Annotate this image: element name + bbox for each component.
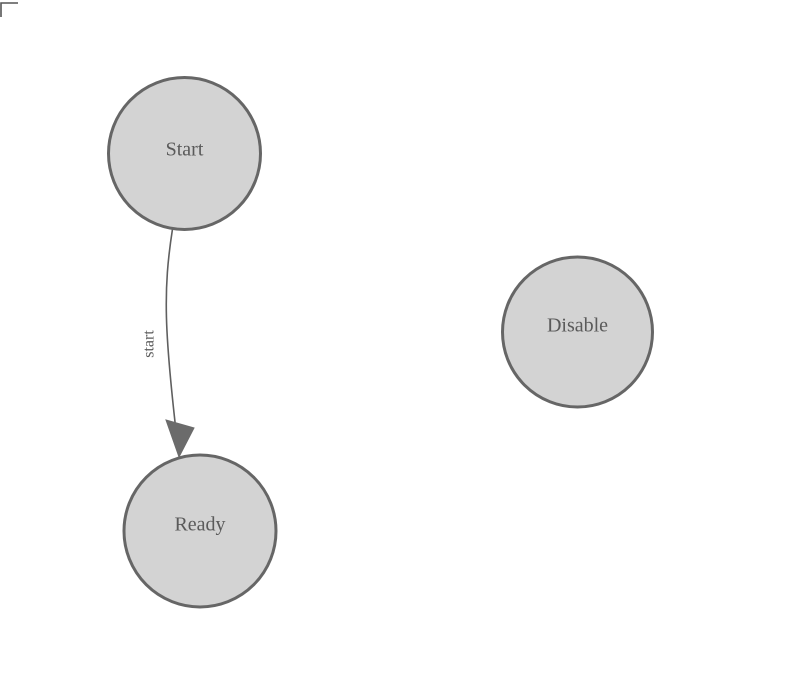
node-start-circle[interactable] [107, 76, 262, 231]
node-start[interactable]: Start [107, 76, 262, 231]
edge-arrowhead-icon [165, 419, 195, 459]
edge-label-start: start [141, 330, 158, 358]
node-disable[interactable]: Disable [501, 255, 654, 409]
node-ready-circle[interactable] [122, 453, 278, 609]
edge-path [165, 228, 179, 449]
node-ready[interactable]: Ready [122, 453, 278, 609]
edge-start-to-ready[interactable]: start [141, 228, 195, 459]
node-disable-circle[interactable] [501, 255, 654, 409]
canvas-corner-marker [0, 2, 18, 17]
